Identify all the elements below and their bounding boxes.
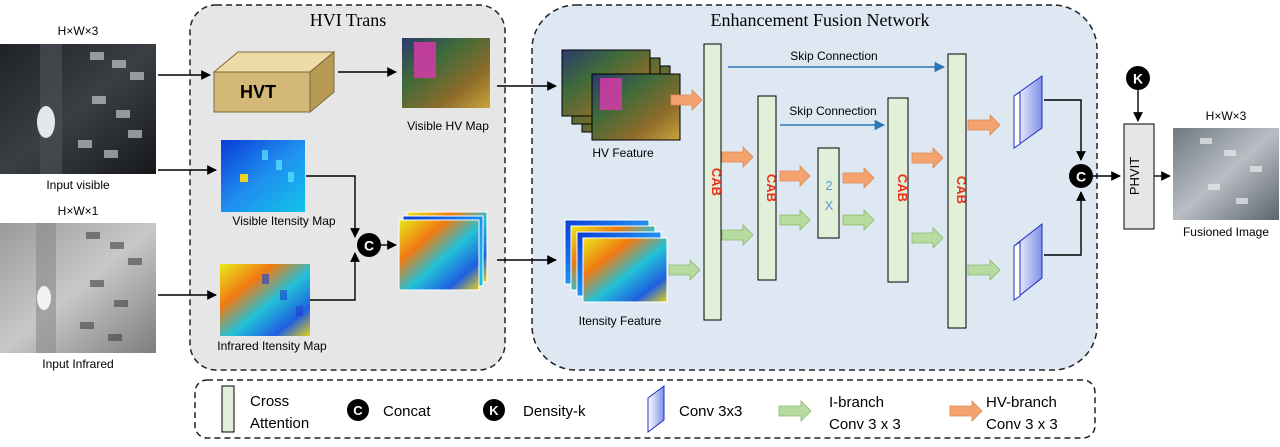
input-visible-label: Input visible <box>46 178 110 192</box>
visible-hv-map-label: Visible HV Map <box>407 119 489 133</box>
cab-block-4: CAB <box>947 53 969 329</box>
hv-feature-label: HV Feature <box>592 146 654 160</box>
hvt-block: HVT <box>212 50 336 114</box>
intensity-feature-label: Itensity Feature <box>579 314 662 328</box>
legend-ibranch-arrow <box>778 400 812 422</box>
upsample-block: 2 X <box>817 147 840 239</box>
legend-concat-label: Concat <box>383 403 431 420</box>
connector-arrows <box>158 67 1171 301</box>
input-infrared-label: Input Infrared <box>42 357 113 371</box>
intensity-stack <box>398 211 488 291</box>
infrared-intensity-map-label: Infrared Itensity Map <box>217 339 327 353</box>
fused-image <box>1173 128 1279 220</box>
legend-concat-icon <box>347 399 369 421</box>
legend-ibranch-line1: I-branch <box>829 394 884 411</box>
density-k-icon <box>1126 66 1150 90</box>
legend-hvbranch-line2: Conv 3 x 3 <box>986 416 1058 433</box>
legend-ibranch-line2: Conv 3 x 3 <box>829 416 901 433</box>
concat-icon-hvi <box>357 233 381 257</box>
output-label: Fusioned Image <box>1183 225 1269 239</box>
i-branch-arrows <box>668 209 1001 281</box>
input-visible-dim: H×W×3 <box>58 24 99 38</box>
hv-branch-arrows <box>670 89 1001 189</box>
output-dim: H×W×3 <box>1206 109 1247 123</box>
visible-intensity-map-label: Visible Itensity Map <box>232 214 335 228</box>
density-k-icon-label: K <box>1133 71 1143 87</box>
hvt-label: HVT <box>240 82 276 102</box>
input-infrared-group: H×W×1 Input Infrared <box>0 204 156 371</box>
input-visible-group: H×W×3 Input visible <box>0 24 156 192</box>
concat-icon-output-label: C <box>1076 169 1086 185</box>
cab-block-3: CAB <box>887 97 910 283</box>
cab-block-2: CAB <box>757 95 779 281</box>
upsample-label-top: 2 <box>825 178 832 193</box>
cab-label-2: CAB <box>764 174 779 202</box>
cab-block-1: CAB <box>703 43 724 321</box>
conv-block-top <box>1013 75 1043 149</box>
legend-conv-label: Conv 3x3 <box>679 403 742 420</box>
concat-icon-hvi-label: C <box>364 238 374 254</box>
skip-connection-label-2: Skip Connection <box>789 104 876 118</box>
legend-panel <box>194 379 1096 439</box>
intensity-feature-stack <box>564 219 668 303</box>
legend-cross-attention-line2: Attention <box>250 415 309 432</box>
input-infrared-dim: H×W×1 <box>58 204 99 218</box>
hv-feature-stack <box>561 49 681 141</box>
efn-title: Enhancement Fusion Network <box>711 10 930 30</box>
legend-density-label: Density-k <box>523 403 586 420</box>
legend-cross-attention-swatch <box>221 385 235 433</box>
legend-cross-attention-line1: Cross <box>250 393 289 410</box>
cab-label-4: CAB <box>954 176 969 204</box>
cab-label-1: CAB <box>709 168 724 196</box>
concat-icon-output <box>1069 164 1093 188</box>
hvi-trans-title: HVI Trans <box>310 10 387 30</box>
legend-concat-icon-label: C <box>353 403 363 418</box>
legend-conv-icon <box>647 385 665 433</box>
phvit-label: PHVIT <box>1127 157 1142 195</box>
legend-density-icon <box>483 399 505 421</box>
input-visible-image <box>0 44 156 174</box>
conv-block-bottom <box>1013 222 1043 302</box>
legend-hvbranch-arrow <box>949 400 983 422</box>
input-infrared-image <box>0 223 156 353</box>
legend-hvbranch-line1: HV-branch <box>986 394 1057 411</box>
legend-density-icon-label: K <box>489 403 499 418</box>
cab-label-3: CAB <box>895 174 910 202</box>
upsample-label-bottom: X <box>825 198 834 213</box>
skip-connection-label-1: Skip Connection <box>790 49 877 63</box>
